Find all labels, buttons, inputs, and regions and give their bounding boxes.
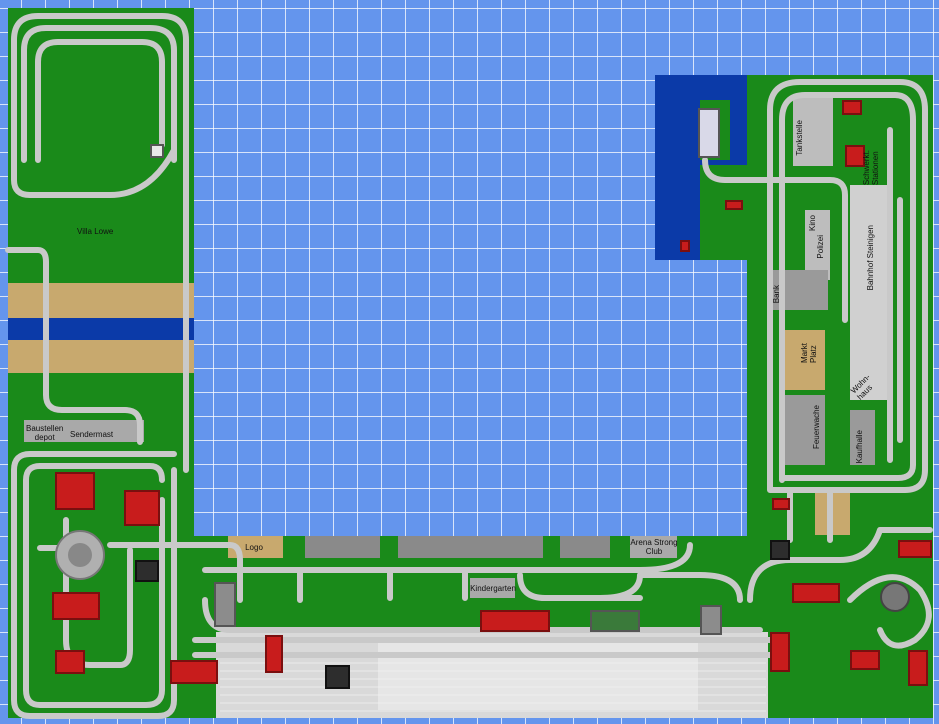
- red-house-kindergarten: [480, 610, 550, 632]
- river: [8, 318, 194, 340]
- track-upper-loop-outer: [11, 13, 189, 473]
- street-block-kino: [805, 210, 830, 280]
- track-south-main: [107, 542, 243, 603]
- red-house-east-1: [792, 583, 840, 603]
- track-station-approach: [192, 637, 773, 658]
- red-building-southwest: [55, 650, 85, 674]
- street-block-feuerwache: [780, 395, 825, 465]
- track-upper-loop-small: [35, 39, 165, 163]
- label-logo: Logo: [245, 543, 263, 552]
- street-block-tankstelle: [793, 98, 833, 166]
- arena-lot: [630, 536, 677, 558]
- track-station-rails: [220, 662, 766, 712]
- steinigen-station-yard: [850, 185, 890, 400]
- market-square: [780, 330, 825, 390]
- station-platform-roof: [378, 640, 698, 710]
- label-kino: Kino: [808, 215, 817, 232]
- label-bank: Bank: [772, 285, 781, 304]
- red-building-west-1: [124, 490, 160, 526]
- track-east-to-south: [787, 487, 833, 543]
- track-left-spur: [11, 37, 177, 198]
- label-arena: Arena Strong Club: [630, 538, 678, 556]
- label-kaufhalle: Kaufhalle: [855, 430, 864, 464]
- street-lot-2: [398, 536, 543, 558]
- dark-house-east: [770, 540, 790, 560]
- label-feuerwache: Feuerwache: [812, 405, 821, 450]
- grey-shed-south-3: [214, 582, 236, 627]
- red-engine-shed-west: [170, 660, 218, 684]
- river-bank-north: [8, 283, 194, 318]
- track-sw-loop-inner: [23, 463, 165, 708]
- label-villa-lowe: Villa Lowe: [77, 227, 114, 236]
- harbor-building: [698, 108, 720, 158]
- track-south-street-4: [202, 597, 763, 633]
- red-station-building: [265, 635, 283, 673]
- track-right-outer: [767, 79, 928, 493]
- river-bank-south: [8, 340, 194, 373]
- signal-tower: [150, 144, 164, 158]
- kindergarten-lot: [470, 578, 515, 598]
- red-house-east-2: [898, 540, 932, 558]
- dark-locomotive: [325, 665, 350, 689]
- red-house-northeast: [842, 100, 862, 115]
- track-right-inner: [779, 92, 916, 483]
- label-polizei: Polizei: [816, 235, 825, 259]
- track-south-street-2: [297, 567, 643, 603]
- label-bahnhof: Bahnhof Steinigen: [866, 225, 875, 291]
- dark-building-west: [135, 560, 159, 582]
- red-house-east-sand: [772, 498, 790, 510]
- track-sw-loop-outer: [11, 451, 177, 719]
- red-house-harbor: [680, 240, 690, 252]
- red-house-east-3: [850, 650, 880, 670]
- label-kindergarten: Kindergarten: [470, 584, 516, 593]
- turntable[interactable]: [55, 530, 105, 580]
- red-house-harbor-2: [725, 200, 743, 210]
- label-baustellen-depot: Baustellen depot: [26, 424, 64, 442]
- grey-shed-south-2: [700, 605, 722, 635]
- label-sendemast: Sendermast: [70, 430, 114, 439]
- track-west-descent: [5, 247, 143, 445]
- label-markt-platz: Markt Platz: [800, 343, 818, 363]
- street-lot-1: [305, 536, 380, 558]
- track-harbor-link: [702, 157, 848, 323]
- track-south-street-3: [597, 542, 743, 603]
- grey-shed-south-1: [590, 610, 640, 632]
- roundabout-east[interactable]: [880, 582, 910, 612]
- baustellen-depot-yard: [24, 420, 144, 442]
- red-building-north-left: [55, 472, 95, 510]
- label-tankstelle: Tankstelle: [795, 120, 804, 156]
- street-block-bank: [768, 270, 828, 310]
- red-house-schwerkt: [845, 145, 865, 167]
- red-house-east-south: [770, 632, 790, 672]
- track-east-loop: [747, 527, 933, 603]
- label-schwerkt: Schwerkt. Stationen: [862, 150, 880, 186]
- track-roundabout-loop: [847, 574, 932, 649]
- track-right-siding: [887, 127, 903, 463]
- track-upper-loop-inner: [21, 25, 177, 163]
- street-lot-3: [560, 536, 610, 558]
- red-house-east-4: [908, 650, 928, 686]
- street-block-kaufhalle: [850, 410, 875, 465]
- red-building-west-2: [52, 592, 100, 620]
